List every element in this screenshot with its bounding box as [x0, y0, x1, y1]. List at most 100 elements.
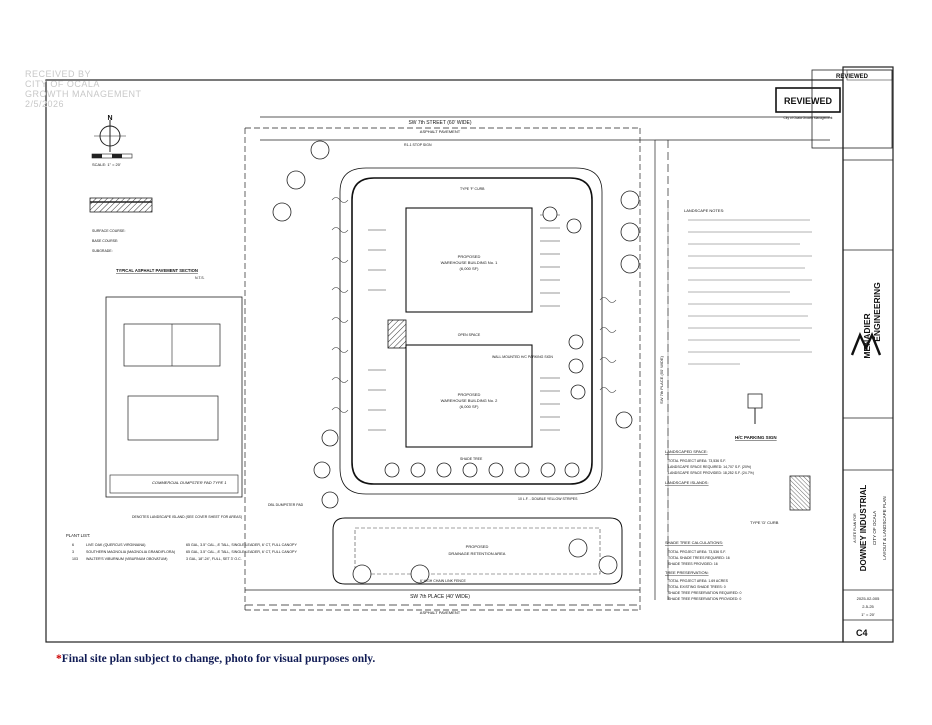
shade-calc-title: SHADE TREE CALCULATIONS:	[665, 540, 723, 545]
plant-list-title: PLANT LIST:	[66, 533, 90, 538]
trees	[272, 140, 640, 584]
hedge-left	[331, 197, 617, 413]
landscape-space-2: LANDSCAPE SPACE REQUIRED: 14,707 S.F. (2…	[668, 465, 751, 469]
disclaimer-caption: *Final site plan subject to change, phot…	[56, 653, 375, 665]
warehouse-building-2	[405, 344, 533, 448]
asphalt-section-graphic	[89, 197, 153, 213]
street-bottom: SW 7th PLACE (40' WIDE)	[410, 594, 470, 600]
plant-3-name: WALTER'S VIBURNUM (VIBURNUM OBOVATUM)	[86, 557, 167, 561]
retention-line2: DRAINAGE RETENTION AREA	[449, 551, 506, 556]
hc-sign-title: H/C PARKING SIGN	[735, 435, 777, 440]
pavement-nts: N.T.S.	[195, 276, 205, 280]
north-arrow	[91, 120, 133, 159]
warehouse-building-1	[405, 207, 533, 313]
reviewed-stamp-box	[775, 87, 841, 113]
reviewed-stamp-panel	[811, 69, 893, 149]
open-space-label: OPEN SPACE	[458, 333, 481, 337]
dumpster-detail-title: COMMERCIAL DUMPSTER PAD TYPE 1	[152, 480, 227, 485]
street-right: SW 7th PLACE (50' WIDE)	[659, 355, 664, 404]
project-city: CITY OF OCALA	[872, 511, 877, 545]
shade-tree-label: SHADE TREE	[460, 457, 483, 461]
plant-1-spec: 65 GAL, 3.5" CAL., 8' TALL, SINGLE LEADE…	[186, 543, 297, 547]
building-2-line3: (6,000 SF)	[460, 404, 480, 409]
project-number: 2025-02-005	[857, 596, 880, 601]
project-scale: 1" = 20'	[861, 612, 875, 617]
reviewed-stamp-label: REVIEWED	[784, 96, 833, 106]
preservation-2: TOTAL EXISTING SHADE TREES: 0	[668, 585, 726, 589]
menadier-logo-mark	[850, 331, 882, 356]
building-2-line1: PROPOSED	[458, 392, 481, 397]
landscape-notes-lines	[688, 219, 812, 365]
firm-line1: MENADIER	[862, 313, 872, 358]
plant-2-code: 3	[72, 550, 74, 554]
project-date: 2-5-25	[862, 604, 874, 609]
plant-3-code: 103	[72, 557, 78, 561]
dumpster-label: DBL DUMPSTER PAD	[268, 503, 304, 507]
sheet-description: LAYOUT & LANDSCAPE PLAN	[882, 496, 887, 559]
title-block	[842, 66, 894, 643]
stop-sign-label: R1-1 STOP SIGN	[404, 143, 432, 147]
type-d-curb-label: TYPE 'D' CURB	[750, 520, 779, 525]
shade-calc-2: TOTAL SHADE TREES REQUIRED: 16	[668, 556, 730, 560]
pavement-surface: SURFACE COURSE:	[92, 229, 125, 233]
plant-2-spec: 65 GAL, 3.5" CAL., 8' TALL, SINGLE LEADE…	[186, 550, 297, 554]
preservation-1: TOTAL PROJECT AREA: 1.69 ACRES	[668, 579, 729, 583]
hc-sign-icon	[747, 393, 763, 409]
pavement-base: BASE COURSE:	[92, 239, 118, 243]
landscape-space-3: LANDSCAPE SPACE PROVIDED: 18,252 S.F. (2…	[668, 471, 754, 475]
parking-stripes-right	[540, 214, 560, 431]
reviewed-stamp-org: City of Ocala Growth Management	[784, 116, 833, 120]
plant-3-spec: 3 GAL, 18"-24", FULL, SET 3' O.C.	[186, 557, 242, 561]
landscape-notes-title: LANDSCAPE NOTES:	[684, 208, 724, 213]
site-plan-for: A SITE PLAN FOR	[853, 513, 857, 543]
building-1-line1: PROPOSED	[458, 254, 481, 259]
type-d-curb-detail	[789, 475, 811, 511]
retention-area	[332, 517, 623, 585]
received-date: 2/5/2026	[25, 99, 65, 109]
street-top: SW 7th STREET (60' WIDE)	[408, 120, 471, 126]
fence-label: 6' HIGH CHAIN LINK FENCE	[420, 579, 466, 583]
dumpster-detail-box	[105, 296, 243, 498]
pavement-subgrade: SUBGRADE:	[92, 249, 113, 253]
islands-title: LANDSCAPE ISLANDS:	[665, 480, 709, 485]
parking-lot-curb	[351, 177, 593, 485]
received-stamp: RECEIVED BY CITY OF OCALA GROWTH MANAGEM…	[25, 69, 142, 109]
building-2-line2: WAREHOUSE BUILDING No. 2	[441, 398, 499, 403]
pavement-title: TYPICAL ASPHALT PAVEMENT SECTION	[116, 268, 198, 273]
reviewed-stamp-small: REVIEWED	[836, 74, 869, 80]
caption-text: Final site plan subject to change, photo…	[61, 653, 376, 665]
street-bottom-sub: ASPHALT PAVEMENT	[420, 610, 461, 615]
received-line2: CITY OF OCALA	[25, 79, 100, 89]
retention-line1: PROPOSED	[466, 544, 489, 549]
caption-star: *	[56, 653, 62, 665]
received-line3: GROWTH MANAGEMENT	[25, 89, 142, 99]
landscape-space-title: LANDSCAPED SPACE:	[665, 449, 708, 454]
firm-line2: ENGINEERING	[872, 282, 882, 342]
dock-hatch	[387, 319, 407, 349]
landscape-space-1: TOTAL PROJECT AREA: 73,536 S.F.	[668, 459, 726, 463]
project-name: DOWNEY INDUSTRIAL	[859, 485, 868, 572]
preservation-3: SHADE TREE PRESERVATION REQUIRED: 0	[668, 591, 742, 595]
parking-stripes-left	[368, 229, 386, 431]
double-yellow-label: 10 L.F. - DOUBLE YELLOW STRIPES	[518, 497, 578, 501]
shade-calc-3: SHADE TREES PROVIDED: 16	[668, 562, 718, 566]
parking-lot-outer	[339, 167, 603, 495]
street-top-sub: ASPHALT PAVEMENT	[420, 129, 461, 134]
building-1-line3: (6,000 SF)	[460, 266, 480, 271]
plant-2-name: SOUTHERN MAGNOLIA (MAGNOLIA GRANDIFLORA)	[86, 550, 175, 554]
preservation-4: SHADE TREE PRESERVATION PROVIDED: 0	[668, 597, 741, 601]
dumpster-island-note: DENOTES LANDSCAPE ISLAND (SEE COVER SHEE…	[132, 515, 242, 519]
plant-1-name: LIVE OAK (QUERCUS VIRGINIANA)	[86, 543, 146, 547]
hc-sign-label: WALL MOUNTED H/C PARKING SIGN	[492, 355, 553, 359]
type-f-curb-label: TYPE 'F' CURB	[460, 187, 485, 191]
preservation-title: TREE PRESERVATION:	[665, 570, 709, 575]
plant-1-code: 6	[72, 543, 74, 547]
sheet-number: C4	[856, 628, 868, 638]
north-letter: N	[107, 115, 112, 122]
shade-calc-1: TOTAL PROJECT AREA: 73,536 S.F.	[668, 550, 726, 554]
received-line1: RECEIVED BY	[25, 69, 92, 79]
scale-label: SCALE: 1" = 20'	[92, 162, 121, 167]
building-1-line2: WAREHOUSE BUILDING No. 1	[441, 260, 499, 265]
